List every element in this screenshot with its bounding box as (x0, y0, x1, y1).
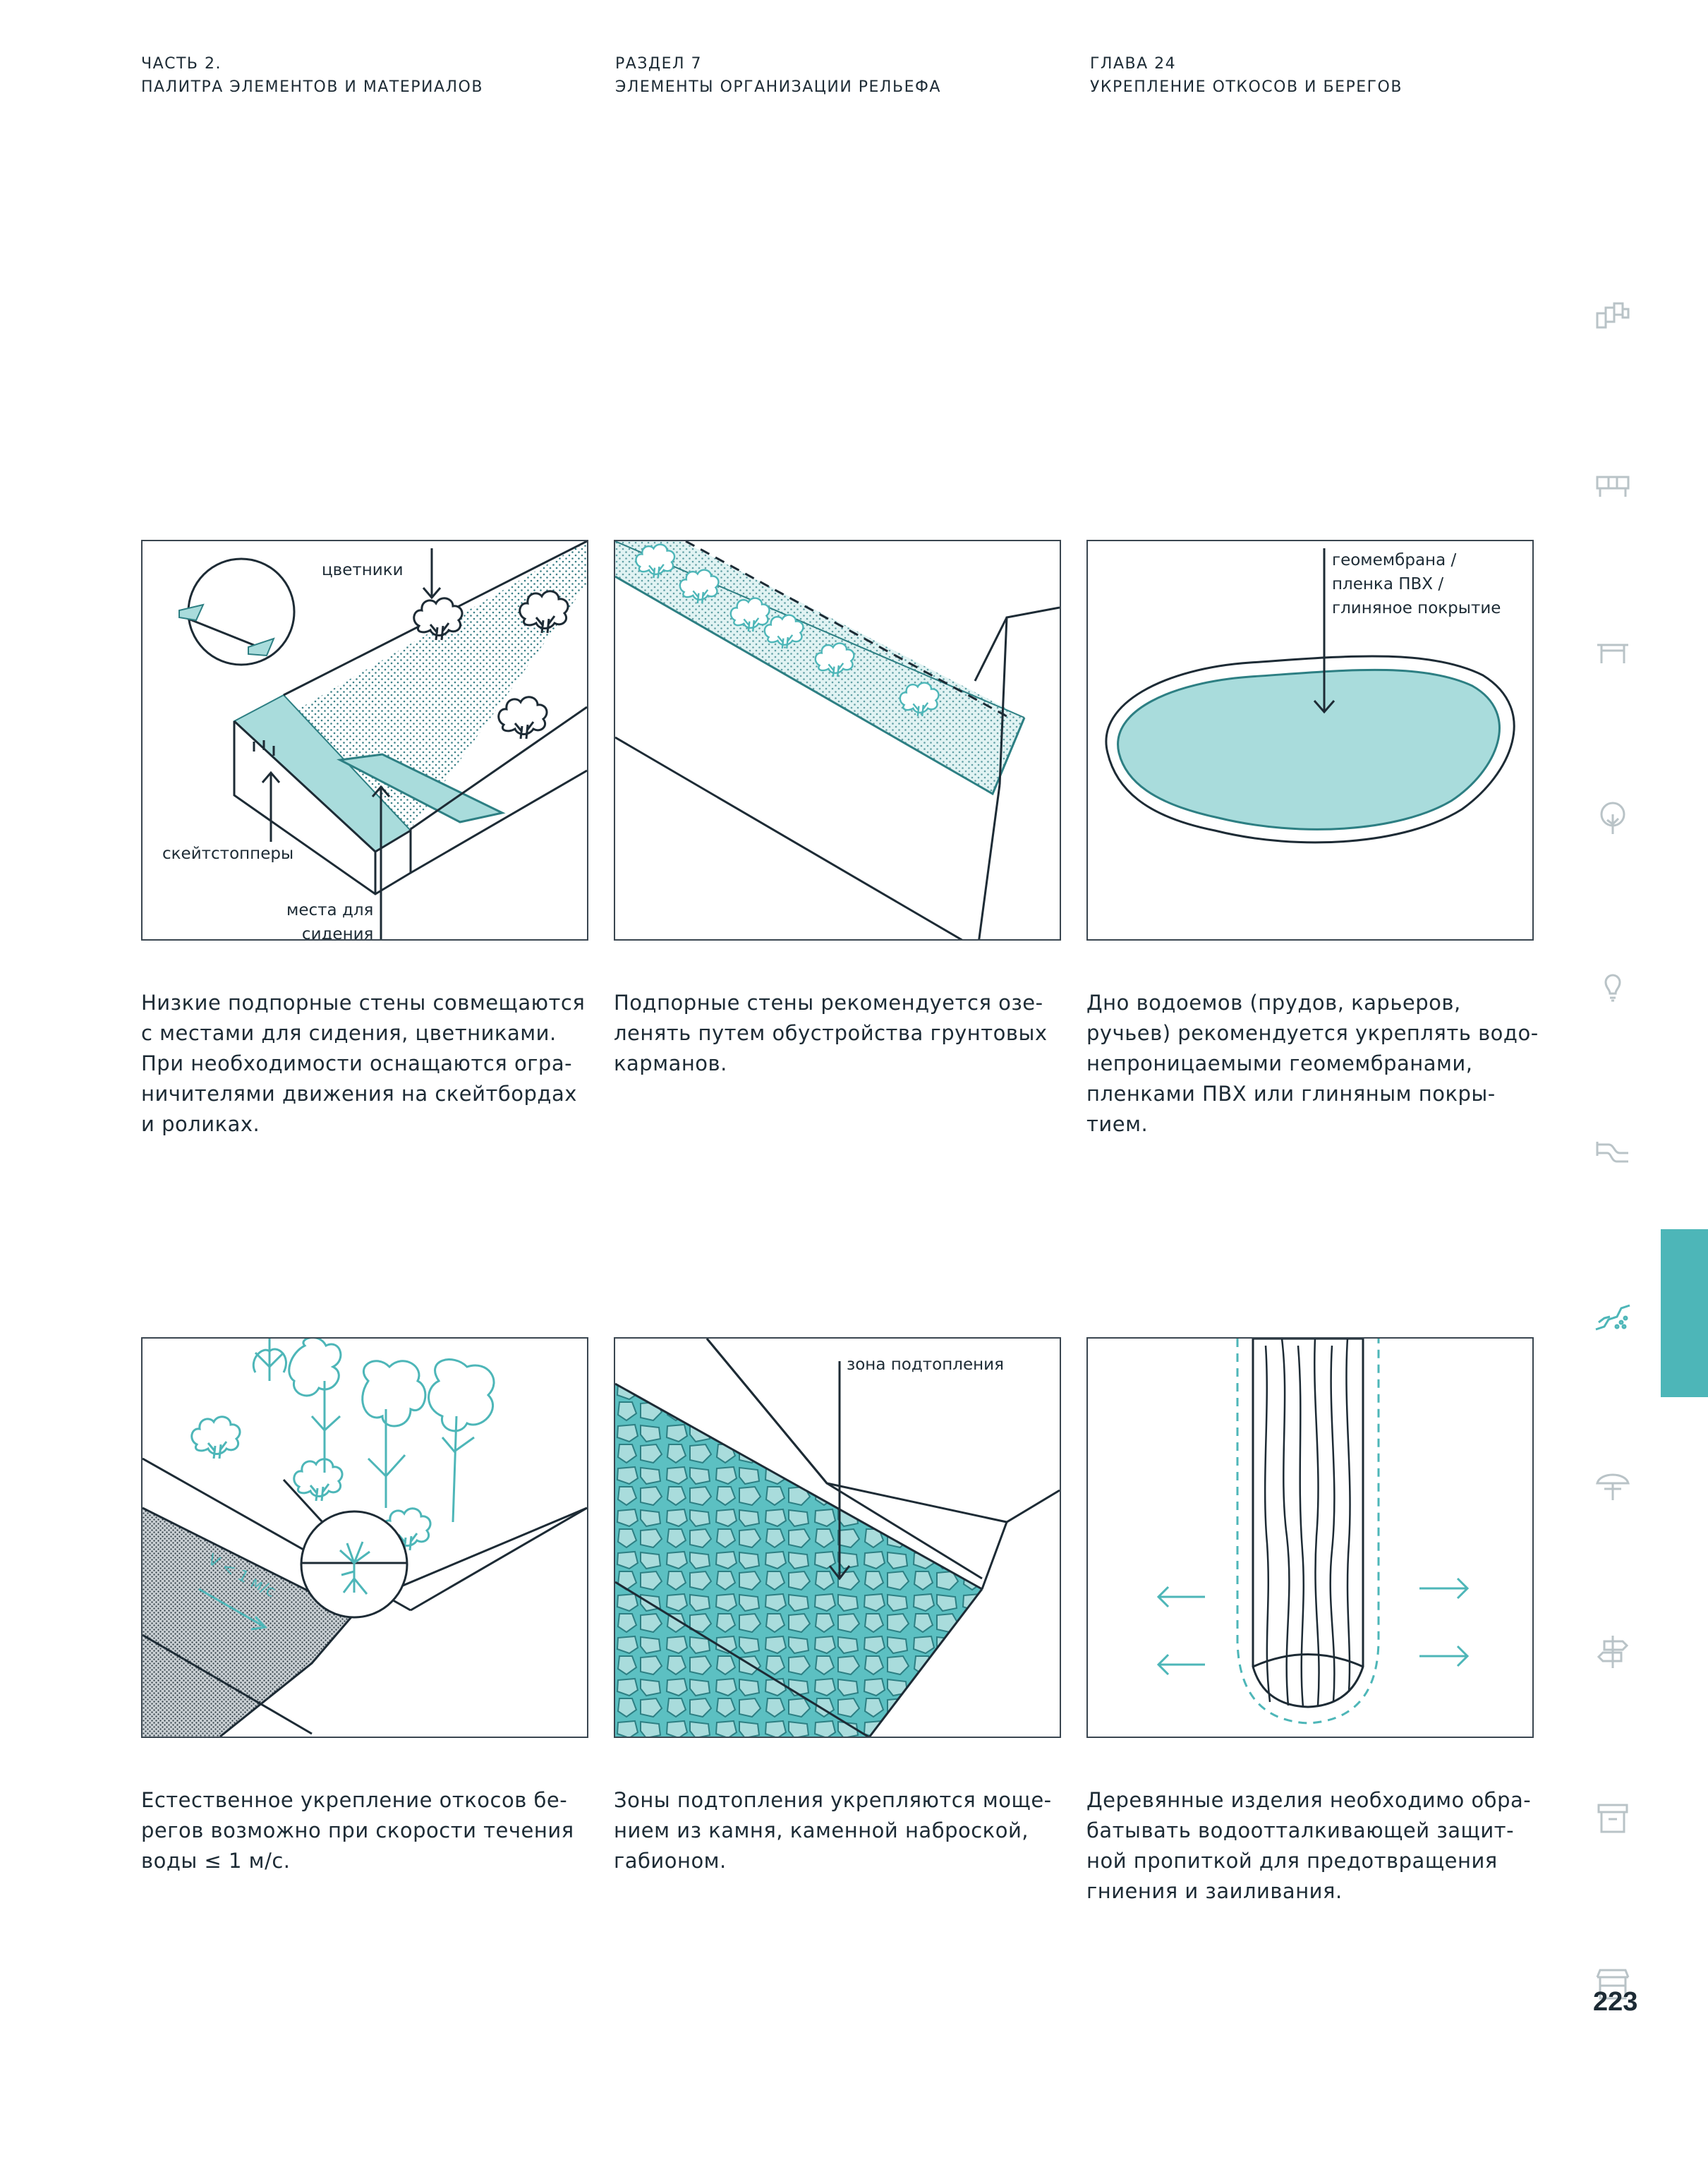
caption-natural-bank: Естественное укрепление откосов бе- рего… (141, 1785, 593, 1876)
caption-line: Деревянные изделия необходимо обра- (1086, 1788, 1532, 1812)
blocks-icon[interactable] (1593, 299, 1633, 339)
caption-flood-zone: Зоны подтопления укрепляются моще- нием … (614, 1785, 1065, 1876)
timber-pile-drawing (1156, 1339, 1470, 1725)
label-geomembrane-line3: глиняное покрытие (1332, 599, 1501, 617)
signpost-icon[interactable] (1593, 1631, 1633, 1671)
caption-line: карманов. (614, 1051, 727, 1075)
caption-line: с местами для сидения, цветниками. (141, 1021, 557, 1045)
caption-line: тием. (1086, 1112, 1149, 1136)
illustration-timber-pile (1086, 1337, 1534, 1738)
flood-zone-drawing (615, 1339, 1060, 1737)
illustration-pond-lining: геомембрана / пленка ПВХ / глиняное покр… (1086, 540, 1534, 941)
illustration-natural-bank: V < 1 м/с (141, 1337, 588, 1738)
retaining-wall-drawing (178, 541, 587, 939)
pipe-icon[interactable] (1593, 1132, 1633, 1171)
label-flood-zone: зона подтопления (845, 1353, 1005, 1377)
illustration-green-retaining-wall (614, 540, 1061, 941)
header-part: ЧАСТЬ 2. ПАЛИТРА ЭЛЕМЕНТОВ И МАТЕРИАЛОВ (141, 52, 483, 99)
caption-line: Подпорные стены рекомендуется озе- (614, 991, 1043, 1015)
natural-bank-drawing (143, 1339, 587, 1737)
kiosk-icon[interactable] (1593, 1964, 1633, 2004)
pond-drawing (1105, 548, 1515, 844)
header-section-line1: РАЗДЕЛ 7 (615, 55, 703, 73)
caption-line: воды ≤ 1 м/с. (141, 1849, 291, 1873)
page-number: 223 (1593, 1987, 1638, 2017)
terrain-icon[interactable] (1593, 1298, 1633, 1338)
caption-line: ничителями движения на скейтбордах (141, 1082, 577, 1106)
caption-green-retaining-wall: Подпорные стены рекомендуется озе- ленят… (614, 988, 1065, 1079)
label-seats-line1: места для (286, 901, 374, 919)
label-skatestoppers: скейтстопперы (161, 842, 296, 866)
caption-line: нием из камня, каменной наброской, (614, 1818, 1029, 1842)
caption-retaining-wall-seating: Низкие подпорные стены совмещаются с мес… (141, 988, 593, 1140)
label-seats: места для сидения (285, 898, 375, 941)
caption-line: Естественное укрепление откосов бе- (141, 1788, 568, 1812)
caption-line: батывать водоотталкивающей защит- (1086, 1818, 1515, 1842)
header-chapter: ГЛАВА 24 УКРЕПЛЕНИЕ ОТКОСОВ И БЕРЕГОВ (1090, 52, 1403, 99)
caption-line: При необходимости оснащаются огра- (141, 1051, 573, 1075)
caption-line: регов возможно при скорости течения (141, 1818, 574, 1842)
header-section: РАЗДЕЛ 7 ЭЛЕМЕНТЫ ОРГАНИЗАЦИИ РЕЛЬЕФА (615, 52, 941, 99)
caption-line: Зоны подтопления укрепляются моще- (614, 1788, 1052, 1812)
umbrella-icon[interactable] (1593, 1465, 1633, 1504)
label-geomembrane: геомембрана / пленка ПВХ / глиняное покр… (1331, 548, 1503, 620)
table-icon[interactable] (1593, 632, 1633, 672)
caption-timber-pile: Деревянные изделия необходимо обра- баты… (1086, 1785, 1538, 1907)
header-section-line2: ЭЛЕМЕНТЫ ОРГАНИЗАЦИИ РЕЛЬЕФА (615, 78, 941, 96)
label-seats-line2: сидения (301, 925, 374, 941)
caption-line: ручьев) рекомендуется укреплять водо- (1086, 1021, 1539, 1045)
label-flowerbeds: цветники (320, 558, 405, 582)
header-part-line1: ЧАСТЬ 2. (141, 55, 222, 73)
illustration-retaining-wall-seating: цветники скейтстопперы места для сидения (141, 540, 588, 941)
caption-pond-lining: Дно водоемов (прудов, карьеров, ручьев) … (1086, 988, 1538, 1140)
header-chapter-line2: УКРЕПЛЕНИЕ ОТКОСОВ И БЕРЕГОВ (1090, 78, 1403, 96)
caption-line: пленками ПВХ или глиняным покры- (1086, 1082, 1496, 1106)
caption-line: ной пропиткой для предотвращения (1086, 1849, 1498, 1873)
label-geomembrane-line2: пленка ПВХ / (1332, 575, 1444, 593)
bench-icon[interactable] (1593, 466, 1633, 505)
bin-icon[interactable] (1593, 1798, 1633, 1837)
caption-line: непроницаемыми геомембранами, (1086, 1051, 1473, 1075)
header-part-line2: ПАЛИТРА ЭЛЕМЕНТОВ И МАТЕРИАЛОВ (141, 78, 483, 96)
caption-line: Дно водоемов (прудов, карьеров, (1086, 991, 1461, 1015)
header-chapter-line1: ГЛАВА 24 (1090, 55, 1177, 73)
caption-line: и роликах. (141, 1112, 260, 1136)
tree-icon[interactable] (1593, 799, 1633, 838)
lightbulb-icon[interactable] (1593, 965, 1633, 1005)
caption-line: ленять путем обустройства грунтовых (614, 1021, 1048, 1045)
planted-wall-drawing (615, 541, 1060, 939)
label-geomembrane-line1: геомембрана / (1332, 551, 1457, 569)
caption-line: гниения и заиливания. (1086, 1879, 1343, 1903)
caption-line: Низкие подпорные стены совмещаются (141, 991, 586, 1015)
active-section-tab[interactable] (1661, 1229, 1708, 1397)
illustration-flood-zone: зона подтопления (614, 1337, 1061, 1738)
caption-line: габионом. (614, 1849, 727, 1873)
